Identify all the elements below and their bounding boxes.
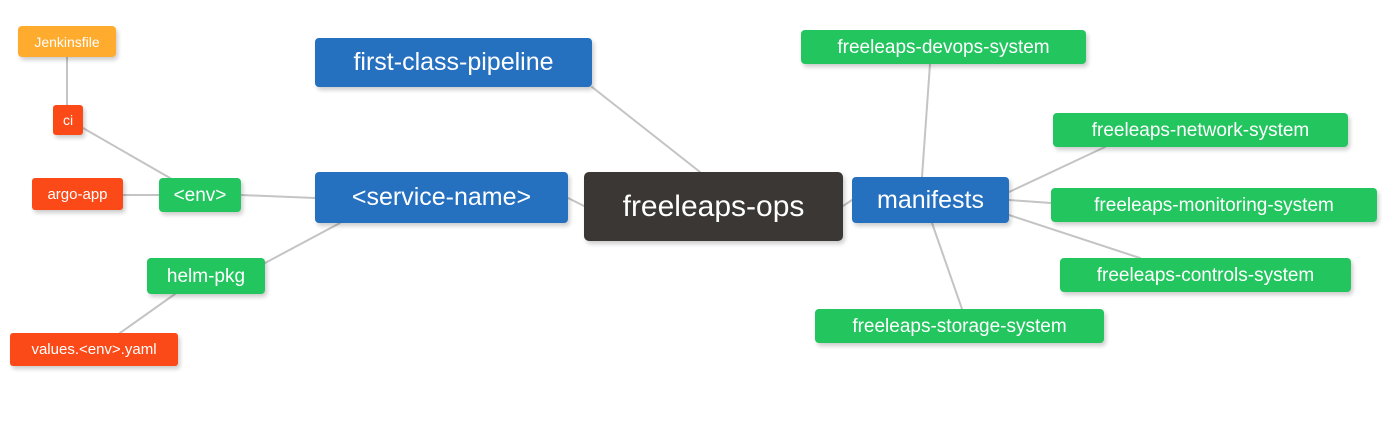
node-jenkinsfile[interactable]: Jenkinsfile [18,26,116,57]
edge-freeleaps-ops-to-service-name [567,197,585,207]
node-label-freeleaps-controls-system: freeleaps-controls-system [1096,264,1315,286]
edge-manifests-to-freeleaps-storage-system [931,222,963,310]
node-freeleaps-storage-system[interactable]: freeleaps-storage-system [815,309,1104,343]
node-env[interactable]: <env> [159,178,241,212]
edge-env-to-ci [82,127,171,179]
node-label-manifests: manifests [877,185,984,214]
node-argo-app[interactable]: argo-app [32,178,123,210]
node-freeleaps-controls-system[interactable]: freeleaps-controls-system [1060,258,1351,292]
node-label-helm-pkg: helm-pkg [166,265,246,287]
edge-manifests-to-freeleaps-network-system [1008,146,1106,193]
node-freeleaps-devops-system[interactable]: freeleaps-devops-system [801,30,1086,64]
node-label-ci: ci [62,112,74,128]
edge-manifests-to-freeleaps-devops-system [921,63,931,178]
node-service-name[interactable]: <service-name> [315,172,568,223]
node-label-service-name: <service-name> [351,183,532,211]
node-label-freeleaps-network-system: freeleaps-network-system [1091,119,1310,141]
node-helm-pkg[interactable]: helm-pkg [147,258,265,294]
edge-service-name-to-env [240,194,316,199]
node-freeleaps-monitoring-system[interactable]: freeleaps-monitoring-system [1051,188,1377,222]
node-label-jenkinsfile: Jenkinsfile [34,33,100,50]
node-label-first-class-pipeline: first-class-pipeline [353,48,554,76]
node-label-freeleaps-storage-system: freeleaps-storage-system [852,315,1067,337]
node-label-freeleaps-monitoring-system: freeleaps-monitoring-system [1094,194,1334,216]
node-first-class-pipeline[interactable]: first-class-pipeline [315,38,592,87]
edge-helm-pkg-to-values-env-yaml [119,293,176,334]
node-freeleaps-network-system[interactable]: freeleaps-network-system [1053,113,1348,147]
edge-manifests-to-freeleaps-monitoring-system [1008,199,1052,204]
edge-freeleaps-ops-to-first-class-pipeline [591,86,701,173]
node-label-freeleaps-devops-system: freeleaps-devops-system [837,36,1050,58]
node-label-values-env-yaml: values.<env>.yaml [31,341,157,358]
node-freeleaps-ops[interactable]: freeleaps-ops [584,172,843,241]
node-values-env-yaml[interactable]: values.<env>.yaml [10,333,178,366]
edge-service-name-to-helm-pkg [264,222,341,264]
node-ci[interactable]: ci [53,105,83,135]
node-label-argo-app: argo-app [47,185,108,203]
edge-freeleaps-ops-to-manifests [842,199,853,207]
node-label-env: <env> [173,184,227,206]
node-label-freeleaps-ops: freeleaps-ops [622,189,805,223]
node-manifests[interactable]: manifests [852,177,1009,223]
